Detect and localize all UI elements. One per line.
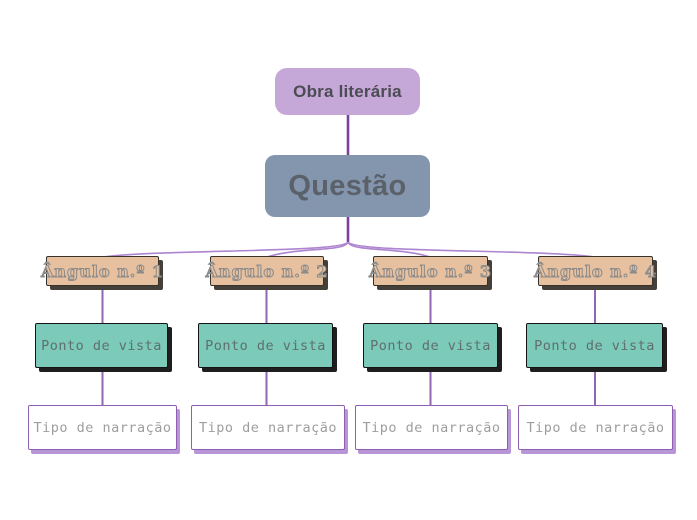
node-viewpoint-1-label: Ponto de vista: [41, 337, 162, 354]
node-narration-4[interactable]: Tipo de narração: [518, 405, 673, 450]
node-angle-1-label: Ângulo n.º 1: [40, 261, 165, 281]
node-narration-1[interactable]: Tipo de narração: [28, 405, 177, 450]
node-angle-2[interactable]: Ângulo n.º 2: [205, 256, 328, 286]
node-viewpoint-3[interactable]: Ponto de vista: [363, 323, 498, 368]
node-angle-3[interactable]: Ângulo n.º 3: [368, 256, 492, 286]
node-angle-4-label: Ângulo n.º 4: [533, 261, 658, 281]
node-narration-3[interactable]: Tipo de narração: [355, 405, 508, 450]
node-narration-3-label: Tipo de narração: [362, 419, 501, 436]
connector-branch-4: [347, 241, 596, 258]
node-narration-4-label: Tipo de narração: [526, 419, 665, 436]
node-narration-2-label: Tipo de narração: [198, 419, 338, 436]
node-narration-1-label: Tipo de narração: [33, 419, 172, 436]
node-viewpoint-4[interactable]: Ponto de vista: [526, 323, 663, 368]
node-obra-literaria-label: Obra literária: [293, 81, 402, 101]
node-viewpoint-4-label: Ponto de vista: [534, 337, 655, 354]
node-viewpoint-2-label: Ponto de vista: [205, 337, 326, 354]
node-viewpoint-2[interactable]: Ponto de vista: [198, 323, 333, 368]
node-questao[interactable]: Questão: [265, 155, 430, 217]
node-angle-1[interactable]: Ângulo n.º 1: [40, 256, 164, 286]
node-viewpoint-3-label: Ponto de vista: [370, 337, 491, 354]
node-narration-2[interactable]: Tipo de narração: [191, 405, 345, 450]
node-viewpoint-1[interactable]: Ponto de vista: [35, 323, 168, 368]
node-angle-2-label: Ângulo n.º 2: [205, 261, 329, 281]
node-questao-label: Questão: [288, 169, 407, 202]
node-obra-literaria[interactable]: Obra literária: [275, 68, 420, 115]
connector-branch-2: [266, 241, 349, 258]
node-angle-4[interactable]: Ângulo n.º 4: [533, 256, 657, 286]
node-angle-3-label: Ângulo n.º 3: [368, 261, 493, 281]
connector-branch-3: [347, 241, 431, 258]
connector-branch-1: [102, 241, 349, 258]
